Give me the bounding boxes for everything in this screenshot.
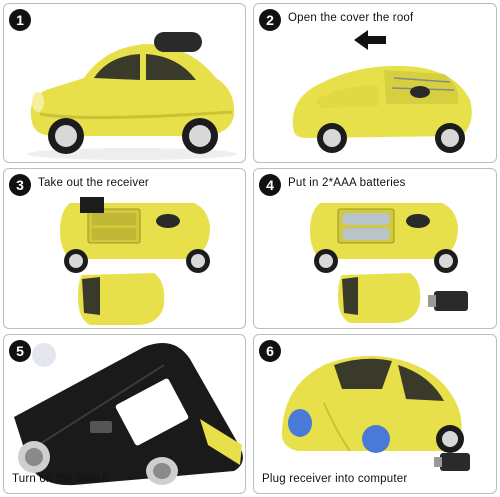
step-caption: Open the cover the roof — [288, 12, 414, 24]
step-number-badge: 4 — [259, 174, 281, 196]
step-2-panel: 2 Open the cover the roof — [253, 3, 497, 163]
step-1-panel: 1 — [3, 3, 246, 163]
yellow-beetle-mouse-front-image — [281, 355, 464, 453]
step-number-badge: 3 — [9, 174, 31, 196]
usb-receiver-image — [428, 291, 468, 311]
step-number-badge: 6 — [259, 340, 281, 362]
step-number-badge: 1 — [9, 9, 31, 31]
step-6-panel: 6 Plug receiver into computer — [253, 334, 497, 494]
step-caption: Put in 2*AAA batteries — [288, 177, 406, 189]
yellow-beetle-mouse-open-roof-image — [292, 65, 472, 153]
mouse-underside-image — [14, 343, 243, 486]
step-caption: Plug receiver into computer — [262, 473, 408, 485]
mouse-base-open-image — [60, 197, 210, 273]
yellow-beetle-mouse-side-image — [27, 32, 237, 160]
mouse-roof-cover-image — [78, 273, 165, 325]
mouse-base-with-batteries-image — [310, 203, 458, 273]
step-3-panel: 3 Take out the receiver — [3, 168, 246, 329]
usb-receiver-image — [434, 453, 470, 471]
step-number-badge: 2 — [259, 9, 281, 31]
step-number-badge: 5 — [9, 340, 31, 362]
mouse-roof-cover-image — [338, 273, 421, 323]
step-caption: Turn on the switch — [12, 473, 110, 485]
arrow-left-icon — [354, 30, 386, 50]
step-caption: Take out the receiver — [38, 177, 149, 189]
step-4-panel: 4 Put in 2*AAA batteries — [253, 168, 497, 329]
step-5-panel: 5 Turn on the switch — [3, 334, 246, 494]
